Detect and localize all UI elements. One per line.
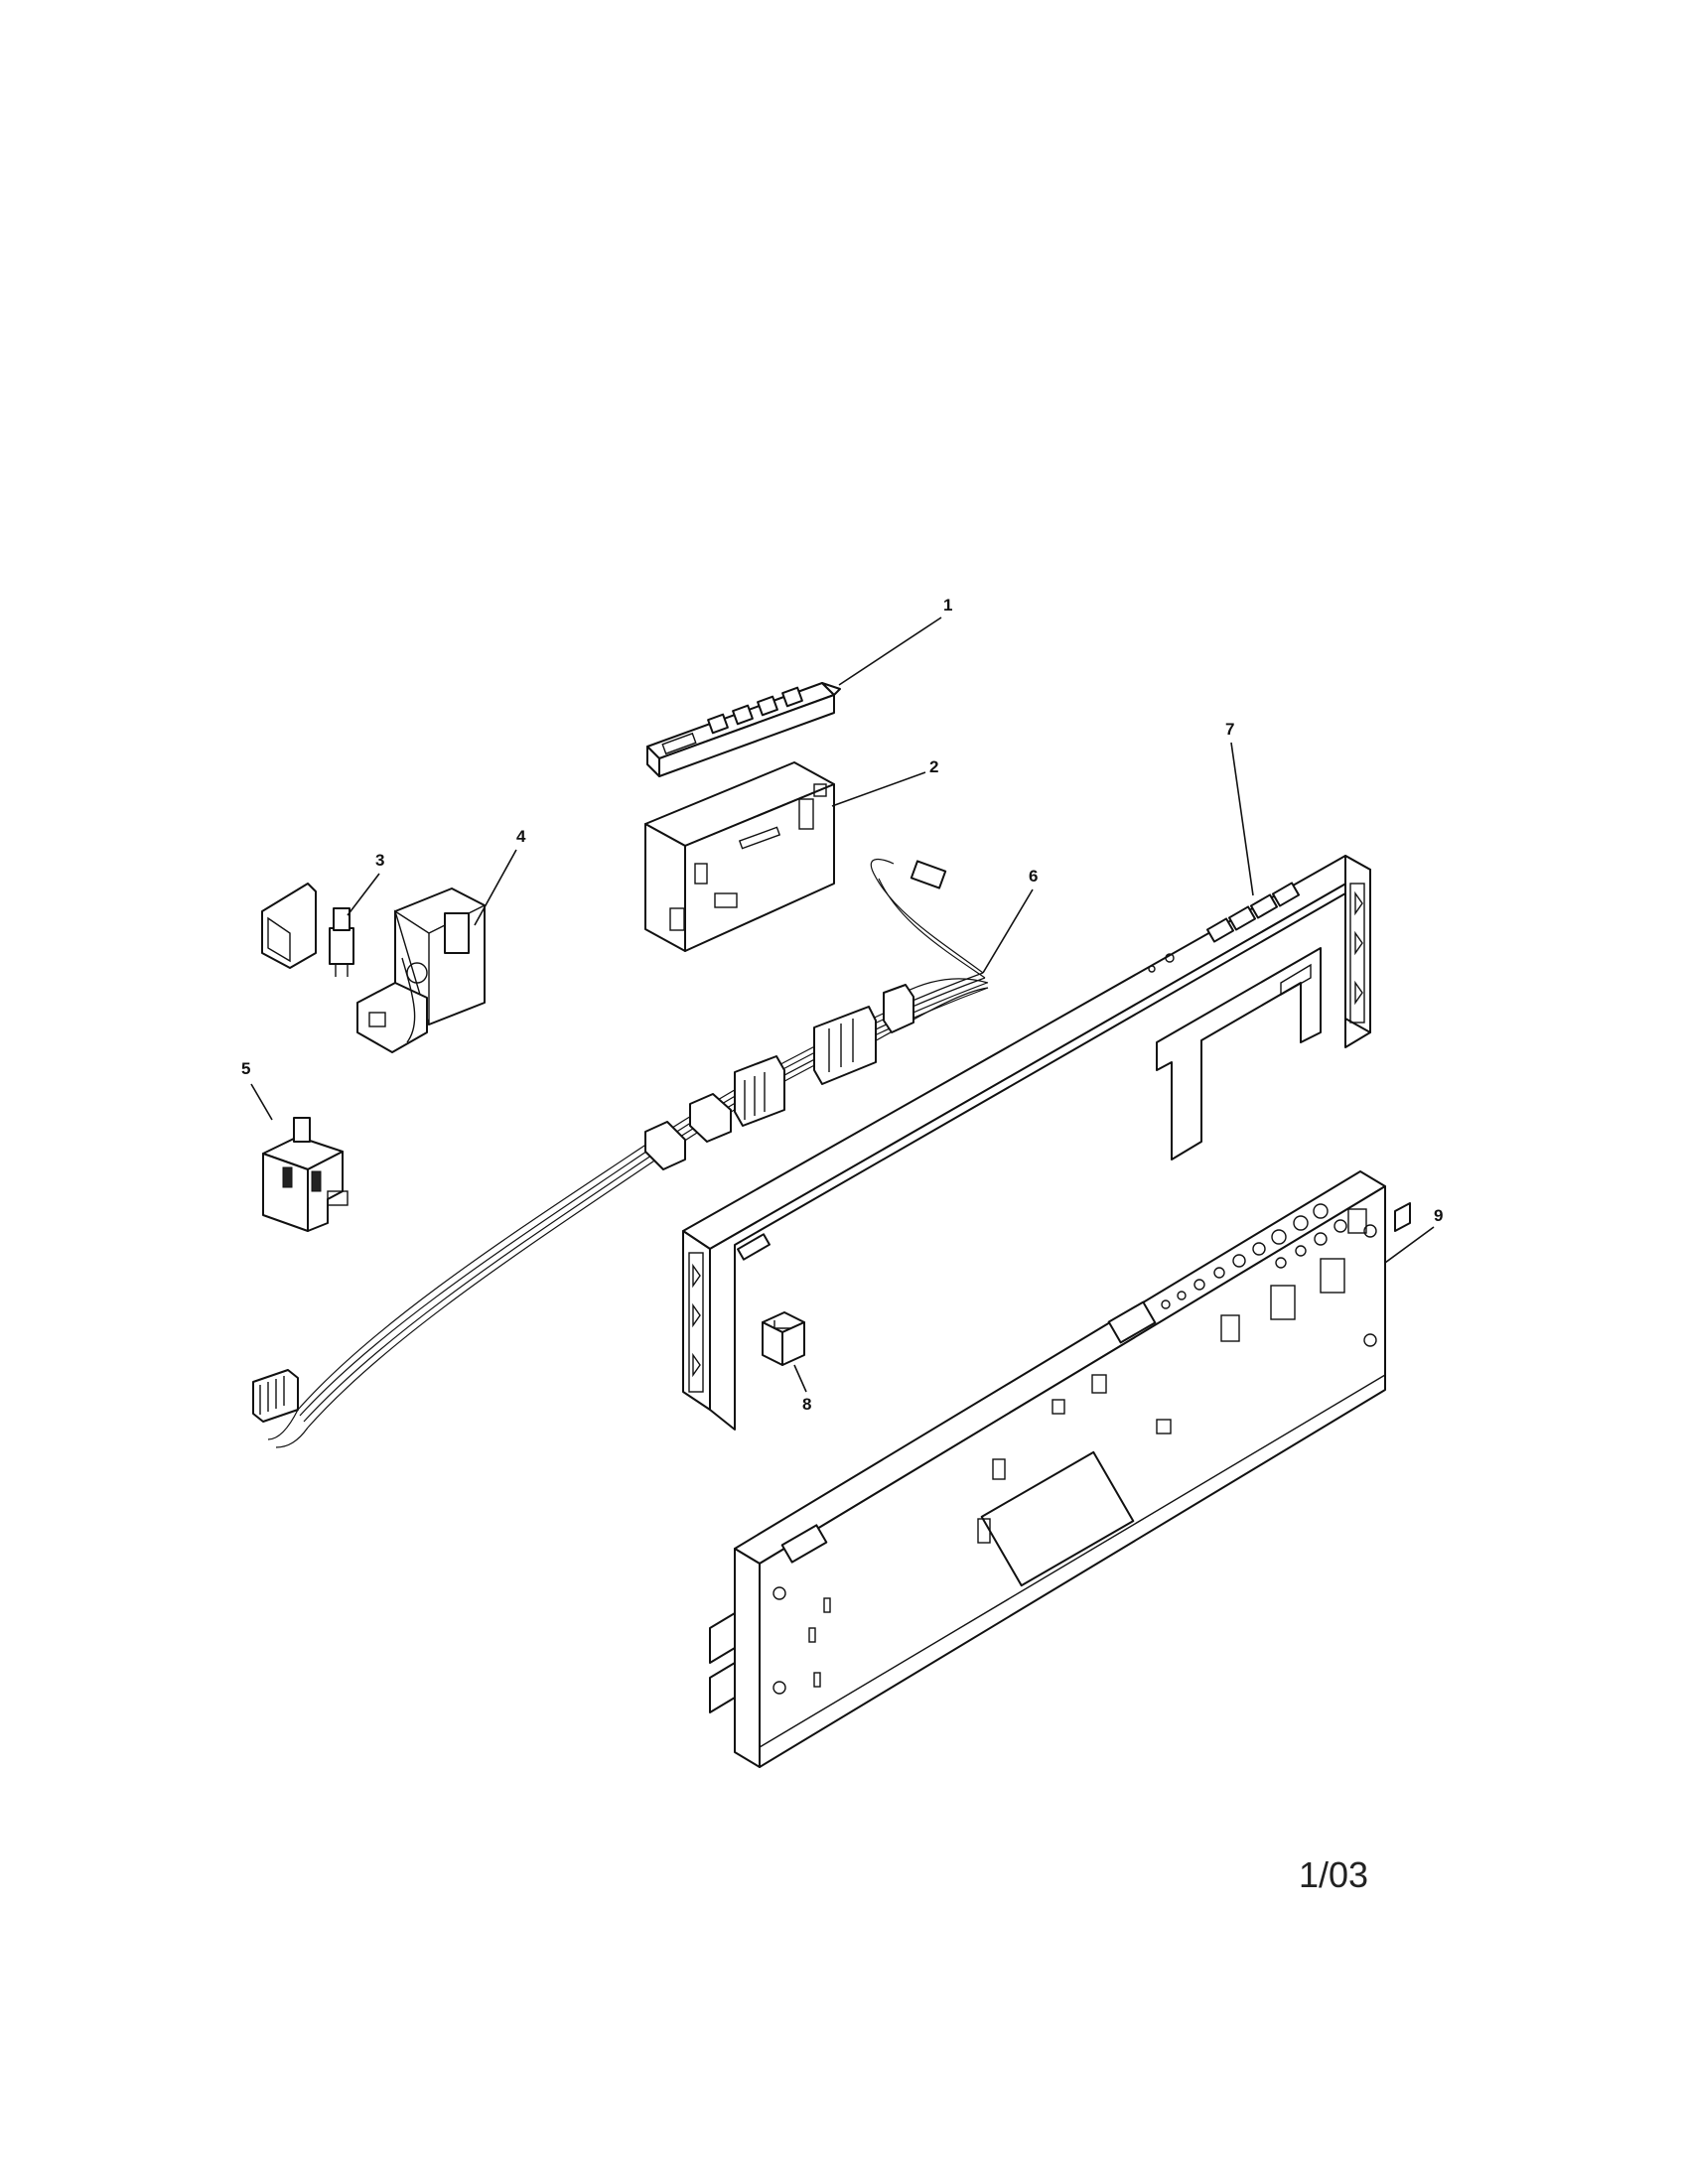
leader-8 [793,1364,807,1393]
callout-9: 9 [1434,1206,1443,1225]
callout-2: 2 [929,757,938,776]
leader-9 [1384,1226,1435,1264]
callout-4: 4 [516,827,526,846]
leader-1 [838,616,942,686]
callout-7: 7 [1225,720,1234,739]
part-2-control-module [644,761,835,952]
part-1-keypad [646,682,841,777]
leader-5 [250,1083,273,1121]
leader-4 [474,849,517,926]
leader-7 [1230,742,1254,896]
leader-3 [347,873,380,916]
callout-8: 8 [802,1395,811,1414]
part-7-control-panel-frame [682,855,1371,1431]
part-5-power-switch [262,1117,349,1232]
leader-6 [982,888,1034,974]
callout-3: 3 [375,851,384,870]
part-9-inner-panel [709,1170,1411,1768]
callout-1: 1 [943,596,952,614]
page-code: 1/03 [1299,1854,1369,1895]
callout-5: 5 [241,1059,250,1078]
part-3-switch [261,883,354,977]
callout-6: 6 [1029,867,1038,886]
part-8-cap [762,1311,805,1366]
part-4-latch-assembly [356,887,486,1053]
part-6-wire-harness [252,859,989,1448]
leader-2 [831,771,926,807]
